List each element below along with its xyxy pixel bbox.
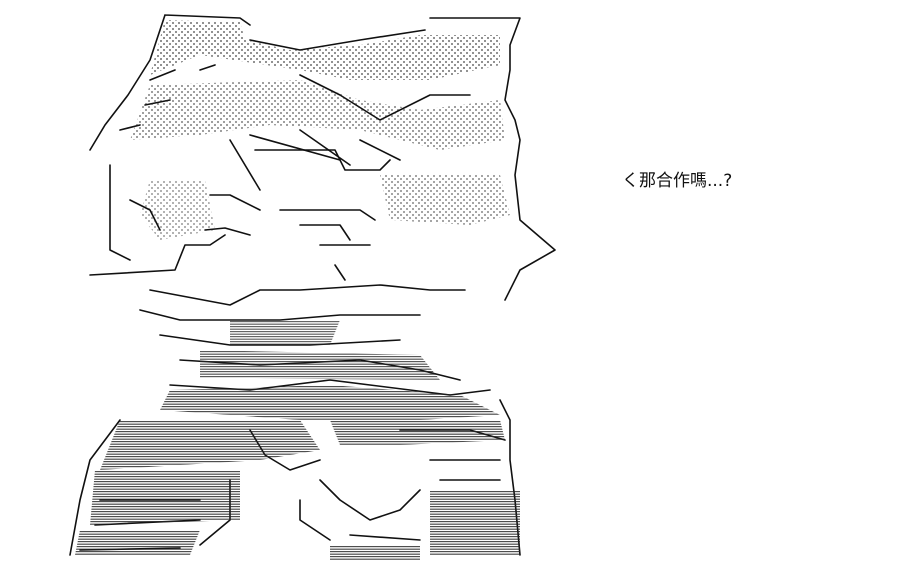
character-ascii-art-icon: [69, 14, 556, 560]
speech-text: く那合作嗎...?: [622, 171, 733, 191]
